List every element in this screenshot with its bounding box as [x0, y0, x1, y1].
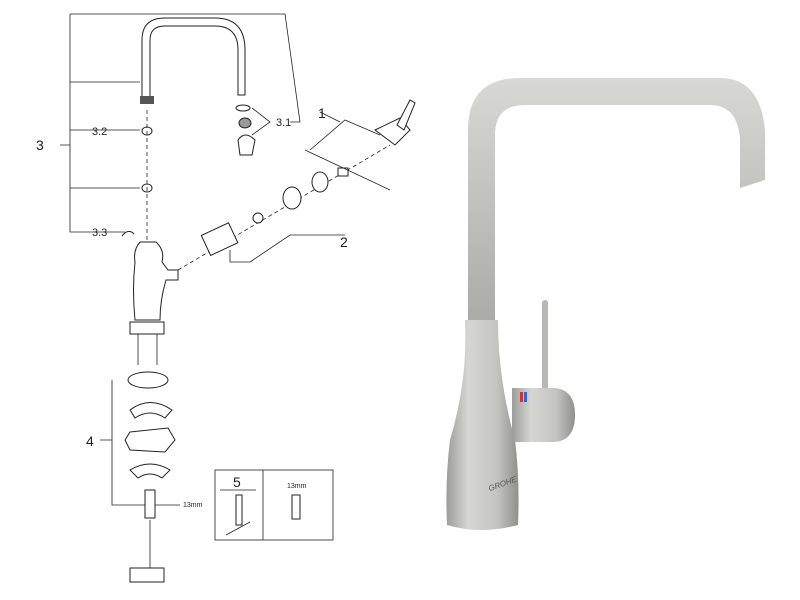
faucet-body — [446, 320, 519, 530]
label-part-3-2: 3.2 — [92, 126, 107, 138]
label-part-4: 4 — [86, 433, 94, 449]
label-part-1: 1 — [318, 105, 326, 121]
label-part-5: 5 — [233, 474, 241, 490]
exploded-view: 3 3.2 3.3 3.1 1 2 4 13mm — [36, 13, 416, 583]
socket-wrench-icon — [291, 494, 301, 520]
label-part-3-1: 3.1 — [276, 117, 291, 129]
cartridge — [200, 222, 239, 257]
label-tool-size: 13mm — [287, 483, 307, 490]
tool-box: 5 13mm — [214, 469, 334, 541]
faucet-lever — [542, 300, 548, 390]
label-part-2: 2 — [340, 234, 348, 250]
label-part-3: 3 — [36, 137, 44, 153]
faucet-handle-body — [512, 388, 575, 442]
faucet-spout — [468, 78, 765, 330]
spout-nozzle — [140, 96, 154, 104]
label-part-4-size: 13mm — [183, 502, 203, 509]
mixer-body — [133, 241, 179, 321]
label-part-3-3: 3.3 — [92, 227, 107, 239]
faucet-product-photo: GROHE — [446, 78, 765, 530]
spout-part — [141, 17, 246, 101]
